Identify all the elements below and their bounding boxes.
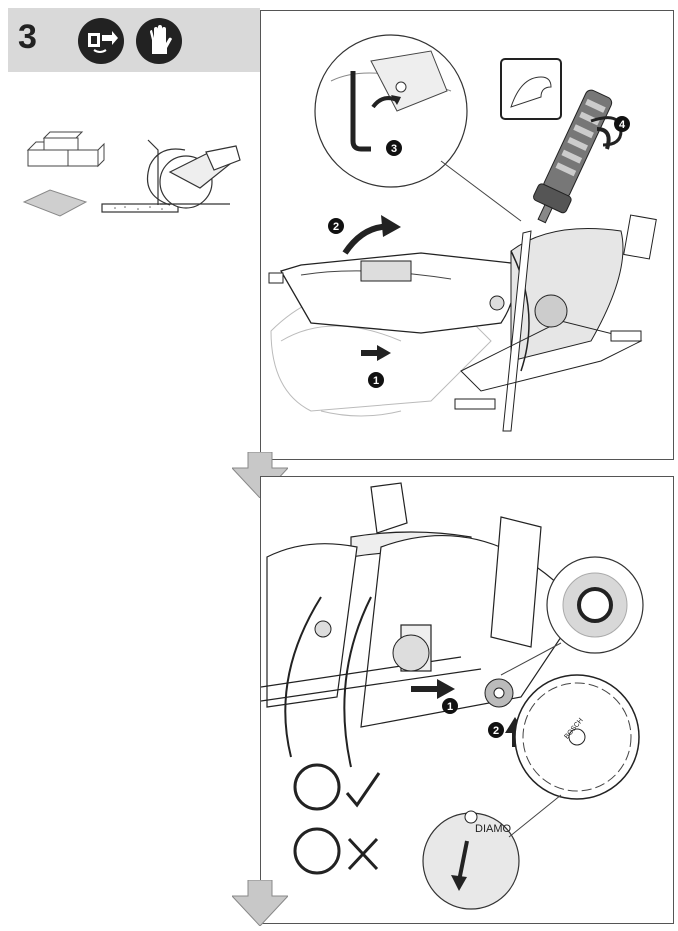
blade-label-text: DIAMO [475, 823, 512, 835]
callout-2: 2 [327, 217, 345, 235]
down-arrow-icon [230, 879, 290, 931]
callout-1: 1 [367, 371, 385, 389]
materials-illustration [20, 120, 250, 230]
callout-4: 4 [613, 115, 631, 133]
svg-text:1: 1 [373, 375, 379, 387]
callout-1: 1 [441, 697, 459, 715]
svg-text:2: 2 [333, 221, 339, 233]
step-header: 3 [8, 8, 260, 72]
gloves-icon [136, 18, 182, 64]
callout-2: 2 [487, 721, 505, 739]
step-number: 3 [18, 18, 37, 56]
callout-3: 3 [385, 139, 403, 157]
svg-text:2: 2 [493, 725, 499, 737]
panel-mounting-handle: 3 4 2 1 [260, 10, 674, 460]
svg-text:1: 1 [447, 701, 453, 713]
svg-text:4: 4 [619, 119, 626, 131]
svg-text:3: 3 [391, 143, 397, 155]
panel-mounting-blade: BOSCH DIAMO 1 2 [260, 476, 674, 924]
unplug-icon [78, 18, 124, 64]
